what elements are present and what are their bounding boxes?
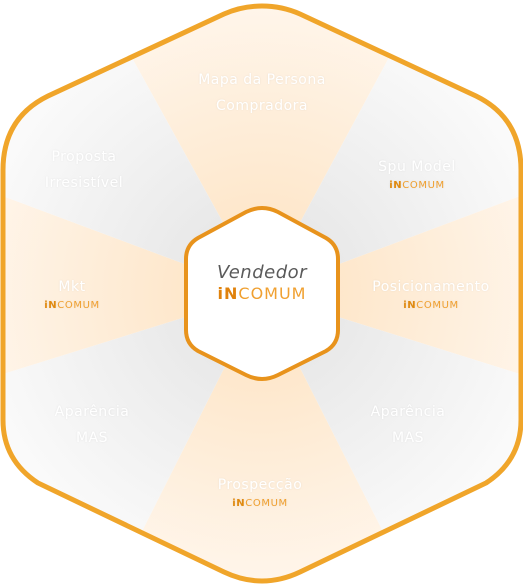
- center-logo: Vendedor iNCOMUM: [186, 262, 338, 304]
- segment-mapa-line-1: Mapa da Persona: [198, 72, 326, 88]
- segment-mkt-brand-logo: iNCOMUM: [44, 300, 100, 311]
- segment-wedge-posicionamento: [262, 195, 521, 375]
- segment-aparencia-left-line-2: MAS: [75, 430, 109, 446]
- segment-proposta-line-1: Proposta: [51, 149, 117, 165]
- segment-mkt-line-1: Mkt: [58, 279, 86, 295]
- center-title: Vendedor: [216, 262, 308, 283]
- segment-wedge-mapa: [100, 6, 420, 293]
- segment-prospeccao-brand-logo: iNCOMUM: [232, 498, 288, 509]
- segment-mkt: Mkt iNCOMUM: [22, 274, 122, 312]
- segment-posicionamento: Posicionamento iNCOMUM: [356, 274, 506, 312]
- segment-spu-brand-logo: iNCOMUM: [389, 180, 445, 191]
- segment-aparencia-right-line-2: MAS: [391, 430, 425, 446]
- segment-spu-line-1: Spu Model: [378, 159, 456, 175]
- segment-mapa-line-2: Compradora: [216, 98, 308, 114]
- segment-spu: Spu Model iNCOMUM: [350, 154, 484, 192]
- segment-mapa: Mapa da Persona Compradora: [160, 67, 364, 119]
- outer-hexagon-outline: [0, 3, 523, 584]
- center-brand-logo: iNCOMUM: [217, 284, 307, 303]
- segment-aparencia-right: Aparência MAS: [348, 399, 468, 451]
- segment-posicionamento-line-1: Posicionamento: [372, 279, 490, 295]
- segment-aparencia-left-line-1: Aparência: [54, 404, 130, 420]
- segment-proposta-line-2: Irresistível: [44, 175, 124, 191]
- segment-proposta: Proposta Irresistível: [24, 144, 144, 196]
- segment-prospeccao: Prospecção iNCOMUM: [190, 472, 330, 510]
- center-hexagon: [184, 205, 340, 381]
- segment-aparencia-right-line-1: Aparência: [370, 404, 446, 420]
- segment-wedge-mkt: [3, 195, 262, 375]
- segment-posicionamento-brand-logo: iNCOMUM: [403, 300, 459, 311]
- segment-aparencia-left: Aparência MAS: [32, 399, 152, 451]
- segment-prospeccao-line-1: Prospecção: [217, 477, 303, 493]
- segment-wedge-prospeccao: [115, 293, 410, 581]
